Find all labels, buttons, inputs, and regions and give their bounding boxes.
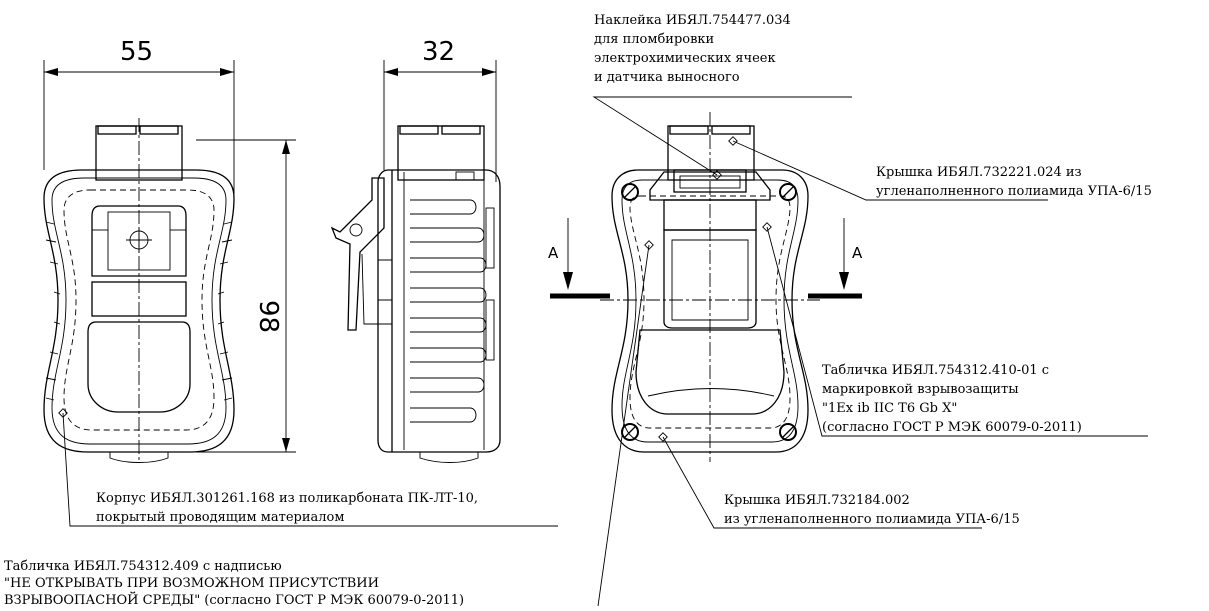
- screw-bottom-left: [621, 423, 639, 441]
- dimension-width: 55: [43, 37, 235, 196]
- dimension-width-label: 55: [120, 37, 153, 67]
- note-bottom-cover-line-1: Крышка ИБЯЛ.732184.002: [724, 493, 910, 508]
- side-view: [330, 125, 501, 463]
- note-ex-plate-line-1: Табличка ИБЯЛ.754312.410-01 с: [822, 363, 1049, 378]
- note-housing-line-1: Корпус ИБЯЛ.301261.168 из поликарбоната …: [96, 491, 478, 506]
- note-sticker-line-2: для пломбировки: [594, 32, 714, 47]
- note-sticker: Наклейка ИБЯЛ.754477.034 для пломбировки…: [594, 13, 791, 85]
- note-sticker-line-3: электрохимических ячеек: [594, 51, 776, 66]
- note-ex-plate-line-2: маркировкой взрывозащиты: [822, 382, 1019, 397]
- screw-top-right: [779, 183, 797, 201]
- note-ex-plate: Табличка ИБЯЛ.754312.410-01 с маркировко…: [822, 363, 1082, 435]
- section-marker-right: А: [808, 218, 863, 299]
- section-label-right: А: [852, 244, 863, 262]
- note-housing-line-2: покрытый проводящим материалом: [96, 510, 344, 525]
- note-warning-plate-line-3: ВЗРЫВООПАСНОЙ СРЕДЫ" (согласно ГОСТ Р МЭ…: [4, 591, 464, 608]
- note-top-cover-line-1: Крышка ИБЯЛ.732221.024 из: [876, 165, 1082, 180]
- note-bottom-cover-line-2: из угленаполненного полиамида УПА-6/15: [724, 512, 1020, 527]
- screw-bottom-right: [779, 423, 797, 441]
- note-sticker-line-4: и датчика выносного: [594, 70, 740, 85]
- note-housing: Корпус ИБЯЛ.301261.168 из поликарбоната …: [96, 491, 478, 525]
- leader-lines: [62, 96, 1148, 607]
- note-ex-plate-line-4: (согласно ГОСТ Р МЭК 60079-0-2011): [822, 420, 1082, 435]
- note-top-cover-line-2: угленаполненного полиамида УПА-6/15: [876, 184, 1152, 199]
- front-view: [43, 118, 235, 463]
- note-warning-plate-line-1: Табличка ИБЯЛ.754312.409 с надписью: [4, 559, 282, 574]
- section-marker-left: А: [548, 218, 610, 299]
- note-warning-plate: Табличка ИБЯЛ.754312.409 с надписью "НЕ …: [4, 559, 464, 608]
- dimension-height: 98: [196, 139, 296, 453]
- dimension-height-label: 98: [253, 300, 283, 333]
- dimension-depth: 32: [383, 37, 497, 182]
- note-top-cover: Крышка ИБЯЛ.732221.024 из угленаполненно…: [876, 165, 1152, 199]
- section-label-left: А: [548, 244, 559, 262]
- note-warning-plate-line-2: "НЕ ОТКРЫВАТЬ ПРИ ВОЗМОЖНОМ ПРИСУТСТВИИ: [4, 576, 379, 591]
- dimension-depth-label: 32: [422, 37, 455, 67]
- note-sticker-line-1: Наклейка ИБЯЛ.754477.034: [594, 13, 791, 28]
- note-bottom-cover: Крышка ИБЯЛ.732184.002 из угленаполненно…: [724, 493, 1020, 527]
- back-view: [600, 112, 820, 462]
- screw-top-left: [621, 183, 639, 201]
- note-ex-plate-line-3: "1Ex ib IIC T6 Gb X": [822, 401, 957, 416]
